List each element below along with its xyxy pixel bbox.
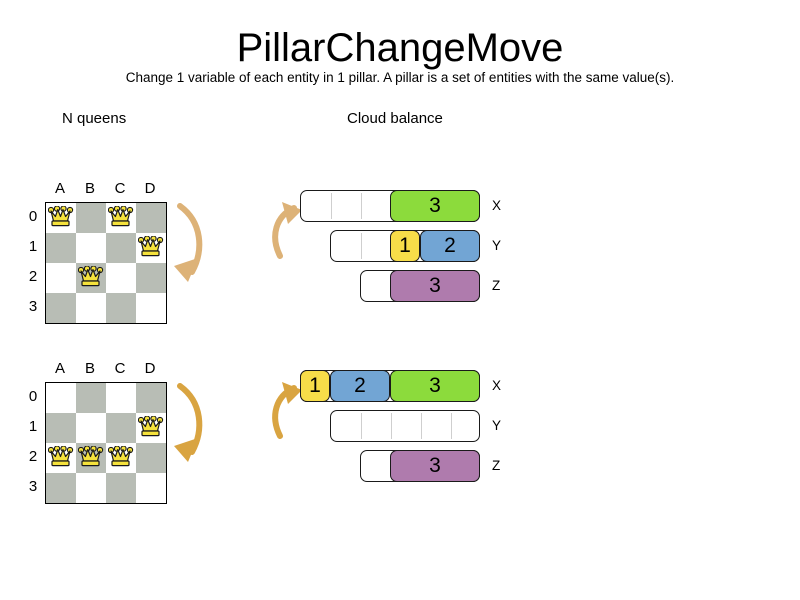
cloud-segment-2[interactable]: 2 <box>420 230 480 262</box>
queen-icon <box>78 446 104 467</box>
row-label-3: 3 <box>28 298 38 315</box>
board-cell-A2[interactable] <box>46 263 76 293</box>
column-label-c: C <box>114 360 126 377</box>
board-cell-C1[interactable] <box>106 233 136 263</box>
board-cell-B0[interactable] <box>76 383 106 413</box>
row-label-3: 3 <box>28 478 38 495</box>
section-caption-cloud: Cloud balance <box>347 110 443 127</box>
queen-icon <box>78 266 104 287</box>
queen-icon <box>108 446 134 467</box>
cloud-row-label-z: Z <box>492 278 501 293</box>
column-label-a: A <box>54 180 65 197</box>
board-cell-B2[interactable] <box>76 263 106 293</box>
cloud-segment-2[interactable]: 2 <box>330 370 390 402</box>
board-move-arrow-down-icon <box>168 376 216 477</box>
board-cell-C0[interactable] <box>106 383 136 413</box>
cloud-row-label-x: X <box>492 378 502 393</box>
cloud-cell-divider <box>421 413 422 439</box>
board-cell-C1[interactable] <box>106 413 136 443</box>
board-cell-D0[interactable] <box>136 383 166 413</box>
board-cell-C2[interactable] <box>106 263 136 293</box>
cloud-move-arrow-up-icon <box>268 378 308 449</box>
column-labels: A B C D <box>45 360 165 380</box>
cloud-segment-1[interactable]: 1 <box>390 230 420 262</box>
chessboard-grid[interactable] <box>45 382 167 504</box>
cloud-row-label-x: X <box>492 198 502 213</box>
column-label-d: D <box>144 360 156 377</box>
board-cell-C0[interactable] <box>106 203 136 233</box>
cloud-cell-divider <box>361 413 362 439</box>
queen-icon <box>138 416 164 437</box>
row-label-0: 0 <box>28 208 38 225</box>
cloud-cell-divider <box>391 413 392 439</box>
chessboard-grid[interactable] <box>45 202 167 324</box>
row-label-2: 2 <box>28 448 38 465</box>
row-labels: 0 1 2 3 <box>24 382 42 502</box>
board-cell-B3[interactable] <box>76 293 106 323</box>
queen-icon <box>48 446 74 467</box>
board-cell-D2[interactable] <box>136 443 166 473</box>
board-cell-D3[interactable] <box>136 293 166 323</box>
cloud-segment-3[interactable]: 3 <box>390 190 480 222</box>
board-cell-D0[interactable] <box>136 203 166 233</box>
cloud-bar-y[interactable] <box>330 410 480 442</box>
board-cell-B1[interactable] <box>76 233 106 263</box>
board-cell-A0[interactable] <box>46 383 76 413</box>
row-label-0: 0 <box>28 388 38 405</box>
row-label-2: 2 <box>28 268 38 285</box>
queen-icon <box>48 206 74 227</box>
column-label-b: B <box>84 360 95 377</box>
page-title: PillarChangeMove <box>236 26 564 70</box>
cloud-cell-divider <box>361 233 362 259</box>
row-label-1: 1 <box>28 418 38 435</box>
board-cell-A1[interactable] <box>46 413 76 443</box>
board-cell-D3[interactable] <box>136 473 166 503</box>
cloud-cell-divider <box>451 413 452 439</box>
cloud-row-y: Y <box>270 410 520 442</box>
column-label-c: C <box>114 180 126 197</box>
board-cell-A1[interactable] <box>46 233 76 263</box>
column-label-b: B <box>84 180 95 197</box>
page-subtitle: Change 1 variable of each entity in 1 pi… <box>125 70 675 85</box>
cloud-cell-divider <box>331 193 332 219</box>
board-cell-C2[interactable] <box>106 443 136 473</box>
board-cell-A0[interactable] <box>46 203 76 233</box>
board-cell-D1[interactable] <box>136 413 166 443</box>
board-cell-B3[interactable] <box>76 473 106 503</box>
board-cell-B2[interactable] <box>76 443 106 473</box>
board-cell-A3[interactable] <box>46 293 76 323</box>
board-cell-D2[interactable] <box>136 263 166 293</box>
board-cell-C3[interactable] <box>106 473 136 503</box>
cloud-move-arrow-up-icon <box>268 198 308 269</box>
row-label-1: 1 <box>28 238 38 255</box>
board-cell-B1[interactable] <box>76 413 106 443</box>
cloud-cell-divider <box>361 193 362 219</box>
board-cell-C3[interactable] <box>106 293 136 323</box>
row-labels: 0 1 2 3 <box>24 202 42 322</box>
board-move-arrow-down-icon <box>168 196 216 297</box>
board-cell-B0[interactable] <box>76 203 106 233</box>
queen-icon <box>108 206 134 227</box>
cloud-row-label-y: Y <box>492 238 502 253</box>
section-caption-nqueens: N queens <box>62 110 127 127</box>
cloud-segment-1[interactable]: 1 <box>300 370 330 402</box>
column-labels: A B C D <box>45 180 165 200</box>
board-cell-D1[interactable] <box>136 233 166 263</box>
board-cell-A3[interactable] <box>46 473 76 503</box>
cloud-segment-3[interactable]: 3 <box>390 370 480 402</box>
cloud-row-label-z: Z <box>492 458 501 473</box>
cloud-row-label-y: Y <box>492 418 502 433</box>
board-cell-A2[interactable] <box>46 443 76 473</box>
column-label-d: D <box>144 180 156 197</box>
queen-icon <box>138 236 164 257</box>
column-label-a: A <box>54 360 65 377</box>
cloud-segment-3[interactable]: 3 <box>390 270 480 302</box>
cloud-segment-3[interactable]: 3 <box>390 450 480 482</box>
